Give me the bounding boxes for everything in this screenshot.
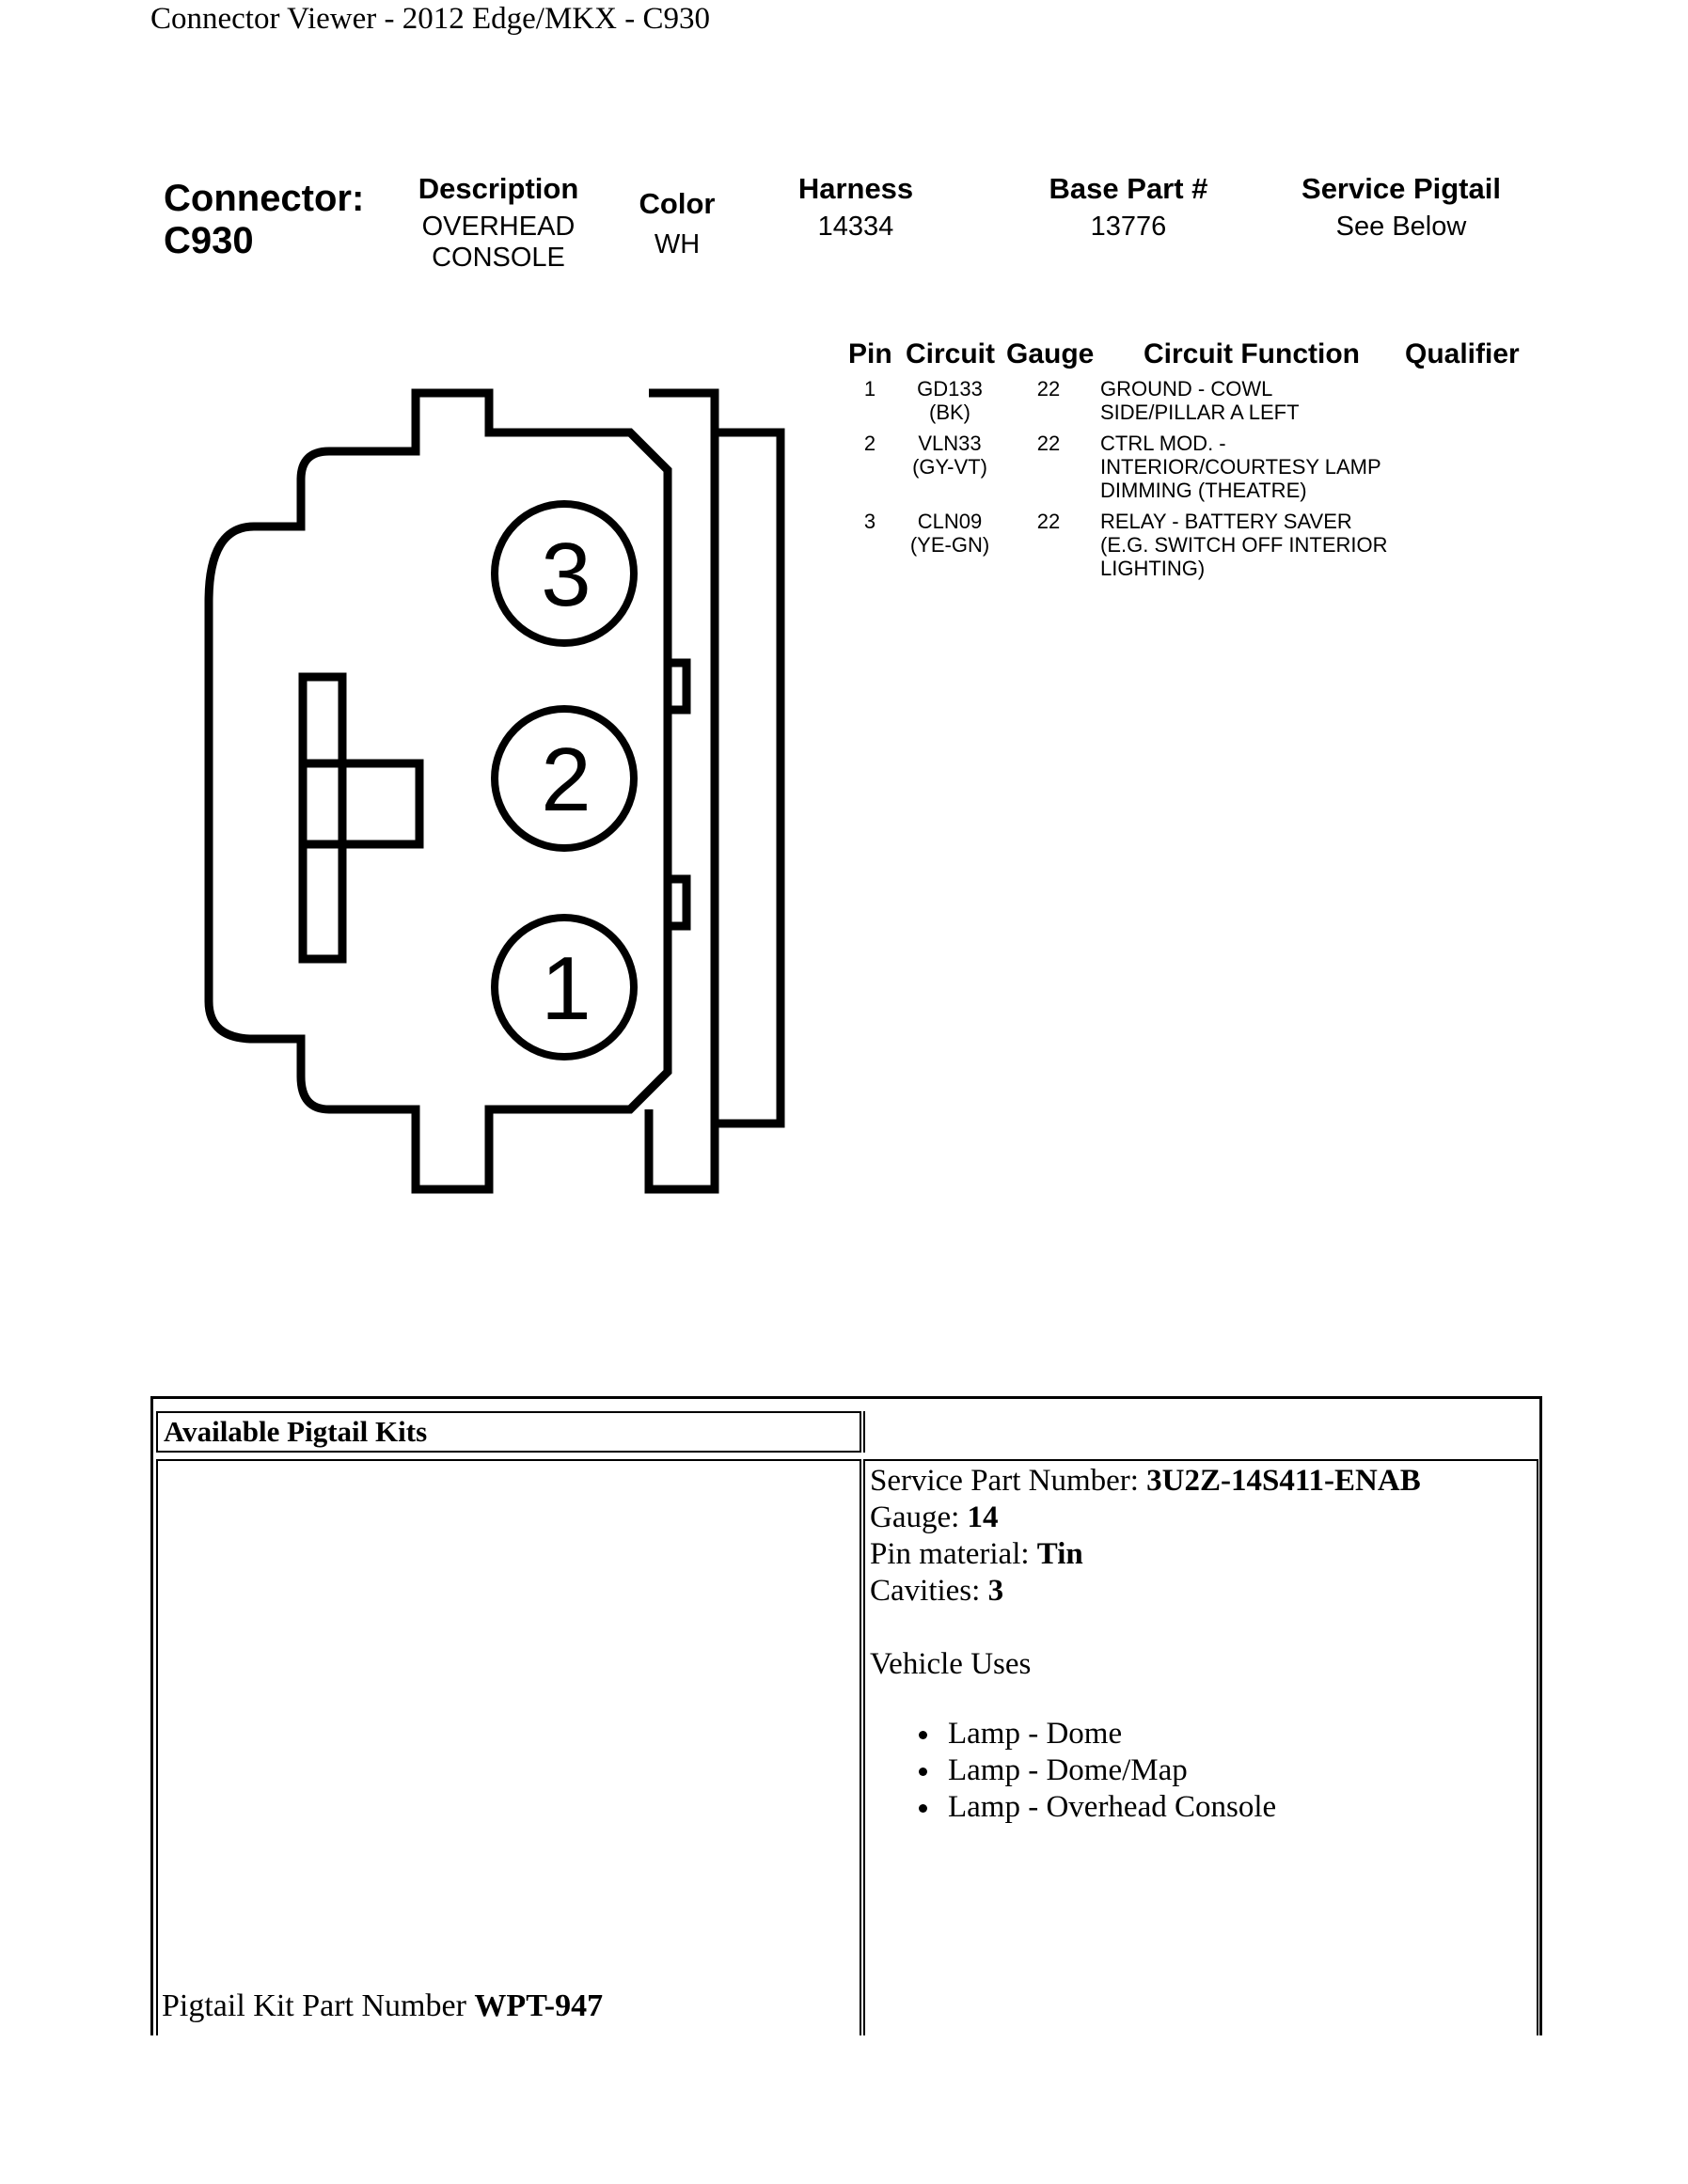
circuit-id: VLN33 bbox=[918, 432, 982, 455]
circuit-id: CLN09 bbox=[917, 510, 983, 533]
connector-right-tab bbox=[644, 388, 785, 1194]
circuit-function-line: RELAY - BATTERY SAVER bbox=[1100, 510, 1352, 533]
vehicle-uses-list: Lamp - Dome Lamp - Dome/Map Lamp - Overh… bbox=[914, 1716, 1276, 1826]
service-pigtail-value: See Below bbox=[1335, 212, 1467, 242]
gauge: 22 bbox=[1036, 377, 1061, 401]
connector-housing-outline bbox=[204, 388, 672, 1194]
pin-material: Pin material: Tin bbox=[870, 1536, 1083, 1573]
list-item: Lamp - Dome/Map bbox=[942, 1752, 1276, 1789]
vehicle-uses-heading: Vehicle Uses bbox=[870, 1647, 1032, 1681]
list-item: Lamp - Overhead Console bbox=[942, 1789, 1276, 1826]
connector-label: Connector: bbox=[164, 178, 365, 219]
lock-bar bbox=[298, 672, 347, 964]
cavity-1 bbox=[491, 914, 638, 1061]
cavities-value: 3 bbox=[987, 1574, 1004, 1608]
pin-table-heading-circuit: Circuit bbox=[906, 338, 996, 369]
harness-heading: Harness bbox=[797, 172, 914, 205]
page-title: Connector Viewer - 2012 Edge/MKX - C930 bbox=[150, 2, 710, 36]
pin-table-heading-qualifier: Qualifier bbox=[1405, 338, 1520, 369]
connector-id: C930 bbox=[164, 220, 254, 261]
circuit-function-line: DIMMING (THEATRE) bbox=[1100, 479, 1307, 502]
kit-gauge-label: Gauge: bbox=[870, 1501, 968, 1534]
cavity-label-2: 2 bbox=[541, 730, 591, 830]
circuit-color: (BK) bbox=[929, 401, 970, 424]
cavities-label: Cavities: bbox=[870, 1574, 988, 1608]
circuit-id: GD133 bbox=[917, 377, 983, 401]
circuit-function-line: SIDE/PILLAR A LEFT bbox=[1100, 401, 1300, 424]
pigtail-header-right-cell bbox=[863, 1411, 1538, 1453]
description-heading: Description bbox=[418, 172, 579, 205]
latch-upper bbox=[663, 658, 691, 715]
description-line-2: CONSOLE bbox=[432, 243, 565, 273]
cavity-3 bbox=[491, 500, 638, 647]
pin-number: 2 bbox=[863, 432, 876, 455]
service-part-number: Service Part Number: 3U2Z-14S411-ENAB bbox=[870, 1463, 1421, 1500]
circuit-function-line: CTRL MOD. - bbox=[1100, 432, 1226, 455]
cavity-label-3: 3 bbox=[541, 525, 591, 625]
base-part-value: 13776 bbox=[1090, 212, 1167, 242]
color-heading: Color bbox=[639, 187, 716, 220]
circuit-function-line: (E.G. SWITCH OFF INTERIOR bbox=[1100, 533, 1388, 557]
service-part-label: Service Part Number: bbox=[870, 1464, 1147, 1498]
pin-number: 3 bbox=[863, 510, 876, 533]
cavity-label-1: 1 bbox=[541, 938, 591, 1039]
pigtail-details-cell bbox=[863, 1459, 1538, 2035]
list-item: Lamp - Dome bbox=[942, 1716, 1276, 1752]
cavity-2 bbox=[491, 705, 638, 852]
description-line-1: OVERHEAD bbox=[421, 212, 576, 242]
service-pigtail-heading: Service Pigtail bbox=[1301, 172, 1501, 205]
lock-tab bbox=[298, 759, 424, 849]
pin-material-label: Pin material: bbox=[870, 1537, 1037, 1571]
pin-number: 1 bbox=[863, 377, 876, 401]
kit-part-label: Pigtail Kit Part Number bbox=[162, 1988, 475, 2023]
pin-table-heading-gauge: Gauge bbox=[1006, 338, 1095, 369]
circuit-color: (GY-VT) bbox=[912, 455, 987, 479]
pin-table-heading-pin: Pin bbox=[848, 338, 892, 369]
service-part-value: 3U2Z-14S411-ENAB bbox=[1146, 1464, 1421, 1498]
circuit-color: (YE-GN) bbox=[909, 533, 990, 557]
circuit-function-line: GROUND - COWL bbox=[1100, 377, 1273, 401]
latch-lower bbox=[663, 874, 691, 931]
pigtail-kit-part-number: Pigtail Kit Part Number WPT-947 bbox=[162, 1988, 603, 2024]
gauge: 22 bbox=[1036, 432, 1061, 455]
pigtail-image-cell bbox=[156, 1459, 861, 2035]
kit-gauge: Gauge: 14 bbox=[870, 1500, 999, 1536]
pigtail-kits-title: Available Pigtail Kits bbox=[156, 1411, 861, 1453]
pin-table-heading-function: Circuit Function bbox=[1144, 338, 1360, 369]
pigtail-kits-table bbox=[150, 1396, 1542, 2035]
harness-value: 14334 bbox=[817, 212, 894, 242]
connector-face-diagram: 3 2 1 bbox=[204, 388, 785, 1194]
base-part-heading: Base Part # bbox=[1049, 172, 1208, 205]
gauge: 22 bbox=[1036, 510, 1061, 533]
kit-gauge-value: 14 bbox=[967, 1501, 999, 1534]
circuit-function-line: LIGHTING) bbox=[1100, 557, 1206, 580]
circuit-function-line: INTERIOR/COURTESY LAMP bbox=[1100, 455, 1381, 479]
pin-material-value: Tin bbox=[1036, 1537, 1083, 1571]
cavities-count: Cavities: 3 bbox=[870, 1573, 1003, 1610]
kit-part-value: WPT-947 bbox=[474, 1988, 604, 2023]
color-value: WH bbox=[654, 229, 701, 259]
